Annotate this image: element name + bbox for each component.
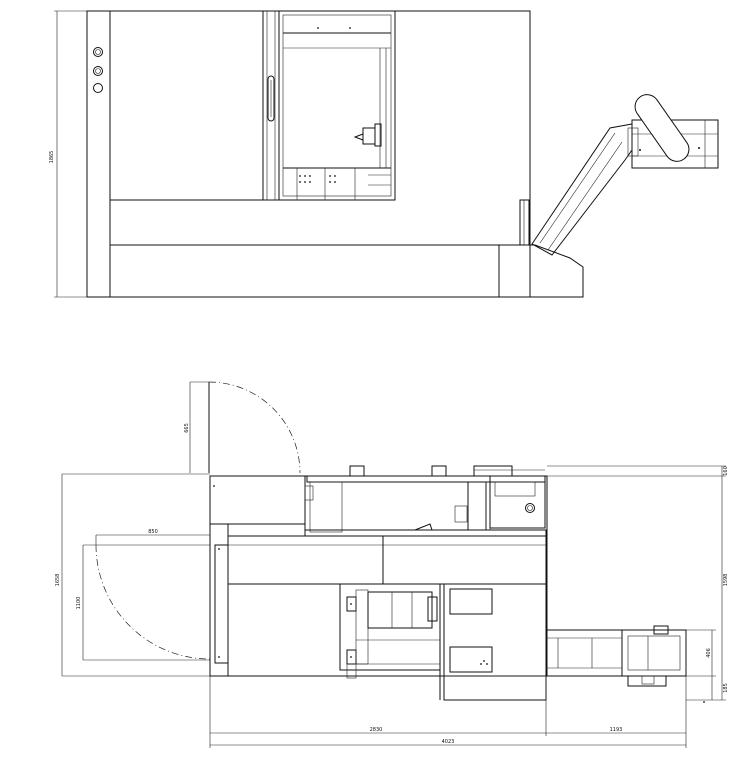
right-dimensions: 160 1598 406 185 [547, 465, 729, 703]
spindle-tool [353, 123, 382, 147]
dim-top-offset-label: 160 [723, 466, 729, 476]
dim-conveyor-width-label: 406 [706, 648, 712, 658]
control-cabinet-plan [443, 583, 547, 701]
overall-depth-dimension: 1658 [55, 473, 210, 677]
dim-overall-width-label: 4023 [442, 739, 455, 745]
dim-side-door-depth-label: 1100 [76, 597, 82, 610]
chip-conveyor-side [531, 94, 719, 256]
fixture-marks [299, 27, 351, 183]
tool-turret-plan [467, 481, 487, 531]
door-swing-top: 665 [184, 381, 301, 474]
coolant-tank [498, 244, 584, 298]
dim-conveyor-length-label: 1193 [610, 727, 623, 733]
chip-conveyor-plan [545, 625, 687, 687]
workholding-zone [339, 583, 441, 679]
dim-height-label: 1865 [49, 151, 55, 164]
dim-side-door-width-label: 850 [148, 529, 158, 535]
plan-view: 665 1658 850 1100 [55, 381, 729, 748]
dim-machine-width-label: 2830 [370, 727, 383, 733]
machine-base [109, 244, 500, 298]
door-handle [267, 75, 275, 122]
side-upper-panel [109, 10, 264, 201]
height-dimension: 1865 [49, 10, 87, 298]
dim-conveyor-offset-label: 185 [723, 683, 729, 693]
dim-overall-depth-label: 1658 [55, 574, 61, 587]
control-buttons [93, 47, 103, 93]
dim-right-depth-label: 1598 [723, 574, 729, 587]
top-cover [306, 475, 546, 483]
machine-cabinet [86, 10, 531, 298]
side-view: 1865 [49, 10, 719, 298]
machine-footprint [209, 475, 548, 677]
main-deck [227, 535, 547, 585]
bottom-dimensions: 2830 1193 4023 [209, 676, 687, 748]
work-area [278, 10, 396, 201]
dim-door-swing-label: 665 [184, 423, 190, 433]
door-swing-side: 850 1100 [76, 529, 211, 661]
